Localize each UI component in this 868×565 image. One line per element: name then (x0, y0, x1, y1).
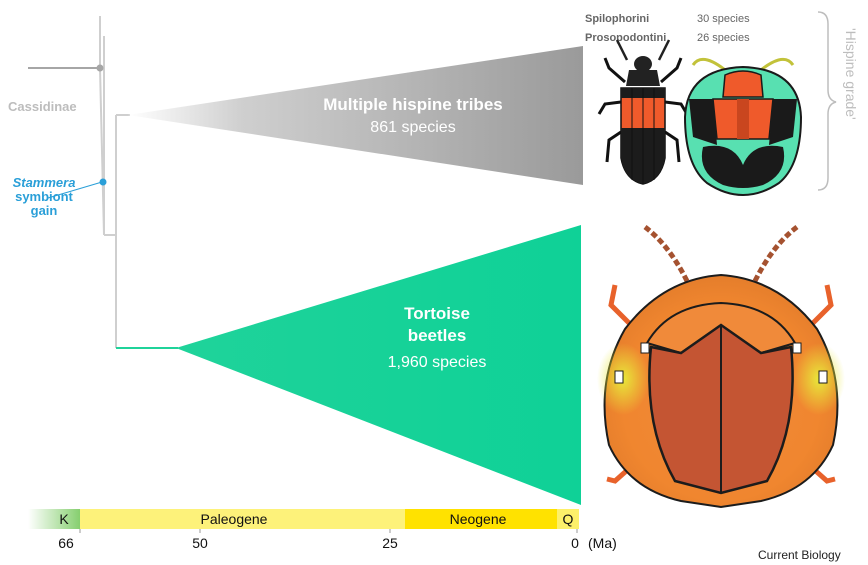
tortoise-clade-line2: beetles (408, 326, 467, 345)
symbiont-label-2: symbiont (15, 189, 73, 204)
root-node (97, 65, 104, 72)
tick-0: 0 (571, 535, 579, 551)
tortoise-beetle-icon (597, 227, 845, 507)
period-k: K (59, 511, 69, 527)
tick-25: 25 (382, 535, 398, 551)
grade-brace (818, 12, 836, 190)
hispine-beetle-icon (599, 40, 687, 184)
hispine-tortoise-like-beetle-icon (685, 59, 801, 195)
symbiont-label-1: Stammera (13, 175, 76, 190)
tick-50: 50 (192, 535, 208, 551)
hispine-clade-title: Multiple hispine tribes (323, 95, 502, 114)
tribe-name-1: Spilophorini (585, 13, 649, 25)
period-neogene: Neogene (450, 511, 507, 527)
period-paleogene: Paleogene (201, 511, 268, 527)
tortoise-clade-count: 1,960 species (388, 354, 487, 371)
tick-66: 66 (58, 535, 74, 551)
time-unit: (Ma) (588, 535, 617, 551)
root-label: Cassidinae (8, 99, 77, 114)
period-q: Q (563, 511, 574, 527)
tortoise-clade-line1: Tortoise (404, 304, 470, 323)
hispine-clade-count: 861 species (370, 119, 455, 136)
hispine-wedge (128, 46, 583, 185)
symbiont-label-3: gain (31, 203, 58, 218)
tribe-count-2: 26 species (697, 32, 750, 44)
grade-label: 'Hispine grade' (843, 28, 859, 120)
journal-credit: Current Biology (758, 548, 841, 562)
tribe-count-1: 30 species (697, 13, 750, 25)
timescale-ticks (80, 529, 577, 533)
tortoise-wedge (176, 225, 581, 505)
tribe-name-2: Prosopodontini (585, 32, 666, 44)
symbiont-node (100, 179, 107, 186)
